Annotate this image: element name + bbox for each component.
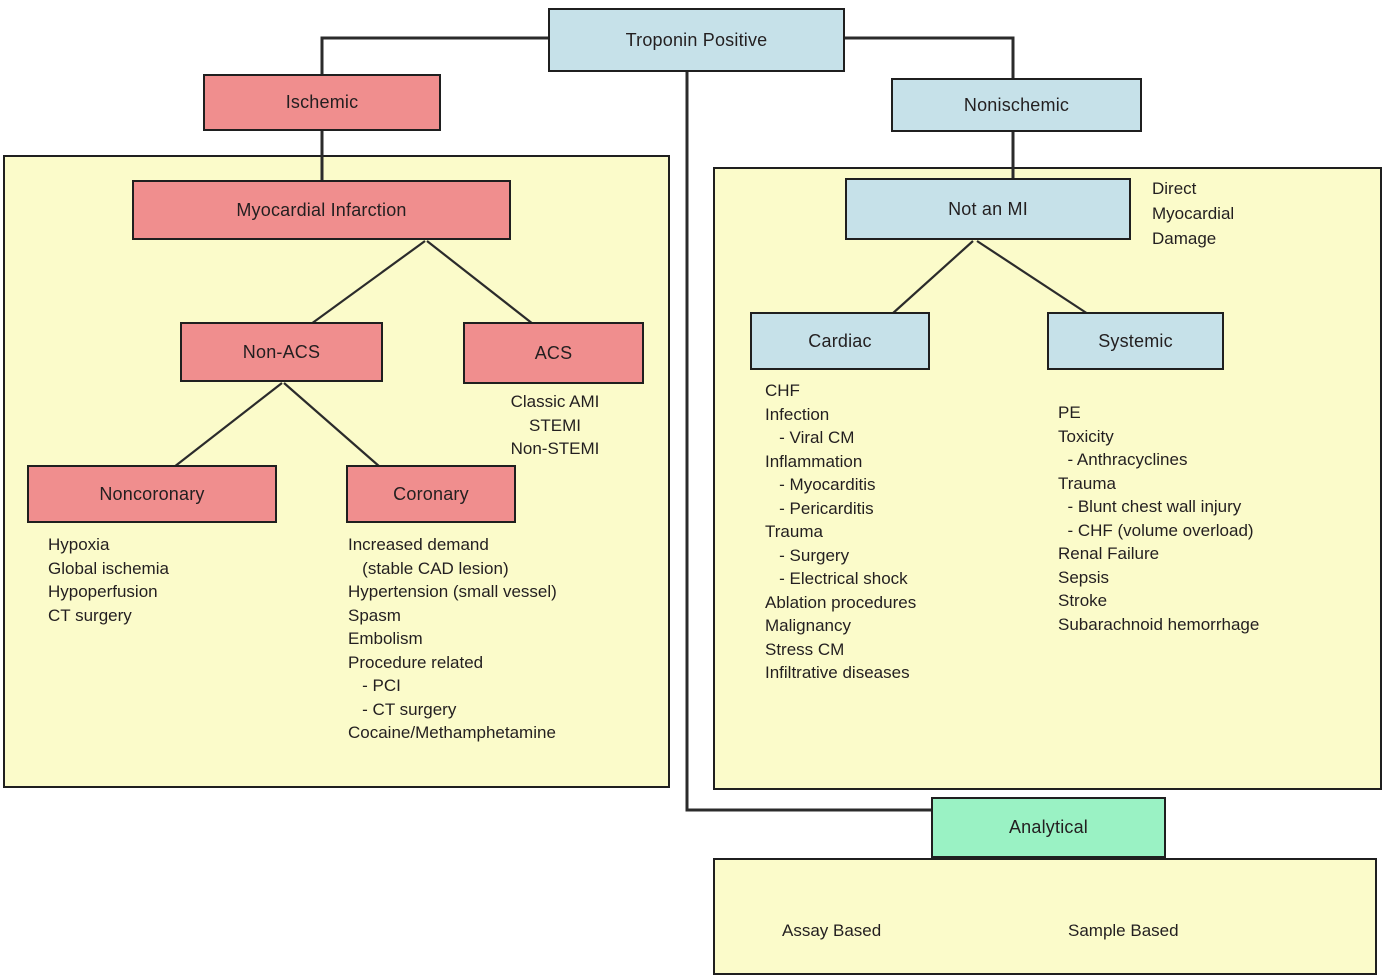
list-line: - Electrical shock <box>765 569 908 588</box>
connector-nonacs-noncoronary <box>173 382 283 468</box>
list-line: - Blunt chest wall injury <box>1058 497 1242 516</box>
list-line: Spasm <box>348 605 401 625</box>
list-line: - CHF (volume overload) <box>1058 520 1254 540</box>
list-line: Trauma <box>1058 473 1116 493</box>
list-line: Sepsis <box>1058 567 1110 587</box>
node-myocardial-infarction-label: Myocardial Infarction <box>236 199 407 220</box>
list-line: - Pericarditis <box>765 498 874 518</box>
sample-based-block: Sample Based - Heterophile antibody - In… <box>1068 872 1358 980</box>
list-line: Damage <box>1152 229 1217 248</box>
coronary-list: Increased demand (stable CAD lesion) Hype… <box>348 533 658 745</box>
node-cardiac-label: Cardiac <box>808 330 872 351</box>
list-line: - Viral CM <box>765 428 855 447</box>
list-line: CT surgery <box>48 605 132 625</box>
node-ischemic-label: Ischemic <box>285 92 359 112</box>
node-myocardial-infarction: Myocardial Infarction <box>132 180 511 240</box>
list-line: - Anthracyclines <box>1058 450 1188 469</box>
node-systemic-label: Systemic <box>1098 330 1173 351</box>
list-line: Global ischemia <box>48 558 169 578</box>
node-troponin-positive-label: Troponin Positive <box>625 29 768 50</box>
list-line: Non-STEMI <box>510 439 600 458</box>
connector-nonacs-coronary <box>283 382 381 468</box>
node-cardiac: Cardiac <box>750 312 930 370</box>
node-noncoronary-label: Noncoronary <box>99 483 205 504</box>
list-line: (stable CAD lesion) <box>348 558 509 578</box>
connector-notmi-cardiac <box>891 240 974 315</box>
list-line: Increased demand <box>348 535 489 554</box>
analytical-panel <box>713 858 1377 975</box>
list-line: Inflammation <box>765 451 863 471</box>
list-line: Infection <box>765 404 830 424</box>
nonischemic-panel <box>713 167 1382 790</box>
list-line: - PCI <box>348 676 401 695</box>
node-noncoronary: Noncoronary <box>27 465 277 523</box>
node-analytical-label: Analytical <box>1008 817 1089 837</box>
list-line: Stress CM <box>765 639 845 659</box>
connector-troponin-nonischemic <box>845 36 1015 80</box>
connector-troponin-analytical <box>685 72 932 812</box>
assay-based-block: Assay Based - Poor performance - Calibra… <box>782 872 1052 980</box>
list-line: Myocardial <box>1152 204 1235 223</box>
list-line: Toxicity <box>1058 426 1114 446</box>
node-ischemic: Ischemic <box>203 74 441 131</box>
list-line: Embolism <box>348 629 423 648</box>
node-nonischemic-label: Nonischemic <box>963 94 1070 115</box>
sample-based-title: Sample Based <box>1068 921 1179 940</box>
node-systemic: Systemic <box>1047 312 1224 370</box>
list-line: PE <box>1058 403 1081 422</box>
list-line: Hypertension (small vessel) <box>348 582 557 601</box>
list-line: Procedure related <box>348 652 484 672</box>
node-acs-label: ACS <box>534 342 573 363</box>
connector-troponin-ischemic <box>320 36 548 76</box>
node-coronary-label: Coronary <box>393 483 469 504</box>
list-line: Infiltrative diseases <box>765 663 910 682</box>
list-line: Subarachnoid hemorrhage <box>1058 614 1260 634</box>
node-coronary: Coronary <box>346 465 516 523</box>
list-line: Hypoxia <box>48 535 110 554</box>
node-troponin-positive: Troponin Positive <box>548 8 845 72</box>
cardiac-list: CHF Infection - Viral CM Inflammation - My… <box>765 379 1035 685</box>
list-line: Trauma <box>765 522 823 541</box>
node-acs: ACS <box>463 322 644 384</box>
list-line: Stroke <box>1058 591 1108 610</box>
connector-mi-acs <box>426 240 534 325</box>
list-line: Classic AMI <box>510 392 600 411</box>
list-line: CHF <box>765 381 800 400</box>
node-not-an-mi: Not an MI <box>845 178 1131 240</box>
node-non-acs-label: Non-ACS <box>242 341 321 362</box>
list-line: Malignancy <box>765 616 851 635</box>
list-line: Cocaine/Methamphetamine <box>348 723 556 742</box>
connector-notmi-systemic <box>976 240 1089 315</box>
list-line: - CT surgery <box>348 699 457 719</box>
node-nonischemic: Nonischemic <box>891 78 1142 132</box>
list-line: - Myocarditis <box>765 475 876 494</box>
list-line: STEMI <box>529 415 581 435</box>
list-line: Renal Failure <box>1058 544 1160 563</box>
list-line: - Surgery <box>765 545 850 565</box>
assay-based-title: Assay Based <box>782 921 882 940</box>
list-line: Ablation procedures <box>765 592 917 612</box>
node-analytical: Analytical <box>931 797 1166 858</box>
node-non-acs: Non-ACS <box>180 322 383 382</box>
list-line: Direct <box>1152 179 1197 198</box>
node-not-an-mi-label: Not an MI <box>948 198 1028 219</box>
list-line: Hypoperfusion <box>48 582 158 601</box>
connector-mi-nonacs <box>310 240 426 325</box>
acs-types-text: Classic AMI STEMI Non-STEMI <box>455 390 655 461</box>
